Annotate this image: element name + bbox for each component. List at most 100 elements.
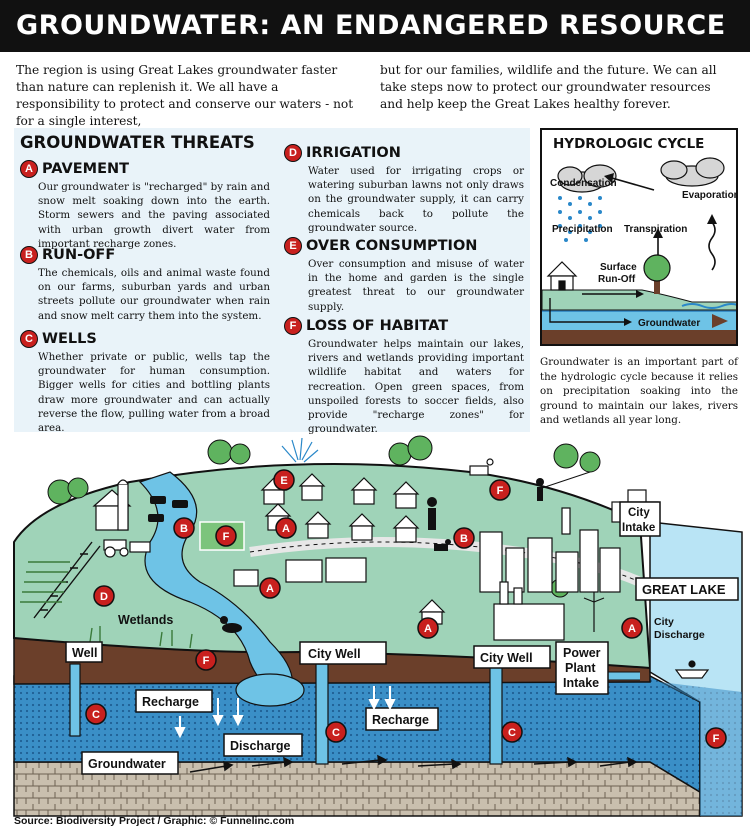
- threat-body: Water used for irrigating crops or water…: [308, 165, 524, 234]
- city-well-pipe: [315, 663, 329, 765]
- marker-f: F: [195, 649, 217, 671]
- threat-body: Whether private or public, wells tap the…: [38, 351, 270, 435]
- label-intake: Intake: [563, 676, 599, 690]
- tree-icon: [553, 443, 601, 473]
- great-lake-label-box: [635, 577, 739, 601]
- marker-f: F: [705, 727, 727, 749]
- crop-rows: [20, 561, 70, 603]
- marker-letter: F: [223, 531, 230, 543]
- hydrologic-cycle-title: HYDROLOGIC CYCLE: [553, 136, 705, 152]
- marker-c: C: [501, 721, 523, 743]
- threat-body: The chemicals, oils and animal waste fou…: [38, 267, 270, 322]
- label-recharge: Recharge: [372, 713, 429, 727]
- marker-e: E: [273, 469, 295, 491]
- threat-title: OVER CONSUMPTION: [306, 238, 478, 254]
- fisherman-icon: [536, 471, 591, 501]
- marker-c: C: [85, 703, 107, 725]
- threat-body: Over consumption and misuse of water in …: [308, 258, 524, 313]
- arrow-head-icon: [653, 228, 663, 238]
- marker-a: A: [259, 577, 281, 599]
- wind-turbine-icon: [583, 592, 605, 632]
- marker-letter: F: [497, 485, 504, 497]
- marker-badge: F: [284, 317, 302, 335]
- cow-icon: [148, 496, 188, 522]
- label-plant: Plant: [565, 661, 596, 675]
- threat-title: WELLS: [42, 331, 97, 347]
- city-well-pipe: [489, 663, 503, 765]
- house-icon: [392, 515, 420, 543]
- marker-badge: A: [20, 160, 38, 178]
- rain-icon: [558, 196, 602, 242]
- hydrologic-cycle-caption: Groundwater is an important part of the …: [540, 356, 738, 426]
- discharge-label-box: [223, 733, 303, 757]
- label-condensation: Condensation: [550, 178, 617, 189]
- marker-letter: A: [266, 583, 274, 595]
- soil-layer: [542, 330, 736, 344]
- well-label-box: [65, 641, 103, 663]
- groundwater-label-box: [81, 751, 179, 775]
- source-credit: Source: Biodiversity Project / Graphic: …: [14, 815, 295, 827]
- boat-icon: [674, 660, 710, 679]
- label-city-discharge-1: City: [654, 616, 674, 628]
- tree-icon: [47, 477, 89, 505]
- marker-f: F: [489, 479, 511, 501]
- marker-letter: D: [100, 591, 108, 603]
- label-city-well: City Well: [480, 651, 533, 665]
- flow-arrows: [189, 754, 638, 773]
- cloud-icon: [557, 164, 617, 193]
- threat-body: Our groundwater is "recharged" by rain a…: [38, 181, 270, 250]
- threats-heading: GROUNDWATER THREATS: [20, 133, 255, 152]
- tree-icon: [388, 435, 433, 466]
- label-wetlands: Wetlands: [118, 613, 173, 627]
- dog-icon: [434, 539, 451, 551]
- tree-icon: [207, 439, 251, 465]
- house-icon: [350, 477, 378, 505]
- lake-wave: [681, 303, 736, 309]
- marker-letter: A: [628, 623, 636, 635]
- label-city-well: City Well: [308, 647, 361, 661]
- cattail-icon: [89, 626, 193, 649]
- house-icon: [304, 511, 332, 539]
- label-surface: Surface: [600, 262, 637, 273]
- city-intake-label-box: [619, 501, 661, 537]
- label-great-lake: GREAT LAKE: [642, 582, 726, 597]
- marker-badge: D: [284, 144, 302, 162]
- threat-title: LOSS OF HABITAT: [306, 318, 449, 334]
- marker-letter: F: [713, 733, 720, 745]
- evaporation-arrow: [708, 221, 716, 271]
- deer-icon: [469, 458, 494, 476]
- arrow-head-icon: [604, 173, 614, 183]
- recharge-label-box: [135, 689, 213, 713]
- threat-title: PAVEMENT: [42, 161, 130, 177]
- marker-letter: C: [92, 709, 100, 721]
- label-groundwater: Groundwater: [638, 318, 700, 329]
- arrow-head-icon: [636, 290, 644, 298]
- marker-letter: E: [280, 475, 287, 487]
- city-well-label-box: [473, 645, 551, 669]
- label-recharge: Recharge: [142, 695, 199, 709]
- marker-badge: B: [20, 246, 38, 264]
- house-icon: [298, 473, 326, 501]
- marker-badge: C: [20, 330, 38, 348]
- threat-title: RUN-OFF: [42, 247, 116, 263]
- label-evaporation: Evaporation: [682, 190, 738, 201]
- marker-d: D: [93, 585, 115, 607]
- discharge-pool: [235, 673, 305, 707]
- groundwater-landscape-diagram: Well City Well City Well Power Plant Int…: [13, 435, 743, 817]
- marker-letter: C: [332, 727, 340, 739]
- page-title: GROUNDWATER: AN ENDANGERED RESOURCE: [0, 0, 750, 52]
- city-buildings: [233, 507, 621, 593]
- label-run-off: Run-Off: [598, 274, 636, 285]
- hydrologic-cycle-panel: Condensation Evaporation Precipitation T…: [540, 128, 738, 346]
- infiltration-arrow: [549, 298, 626, 323]
- marker-letter: A: [424, 623, 432, 635]
- arrow-head-icon: [624, 318, 632, 326]
- marker-letter: B: [460, 533, 468, 545]
- arrow-head-icon: [712, 314, 728, 328]
